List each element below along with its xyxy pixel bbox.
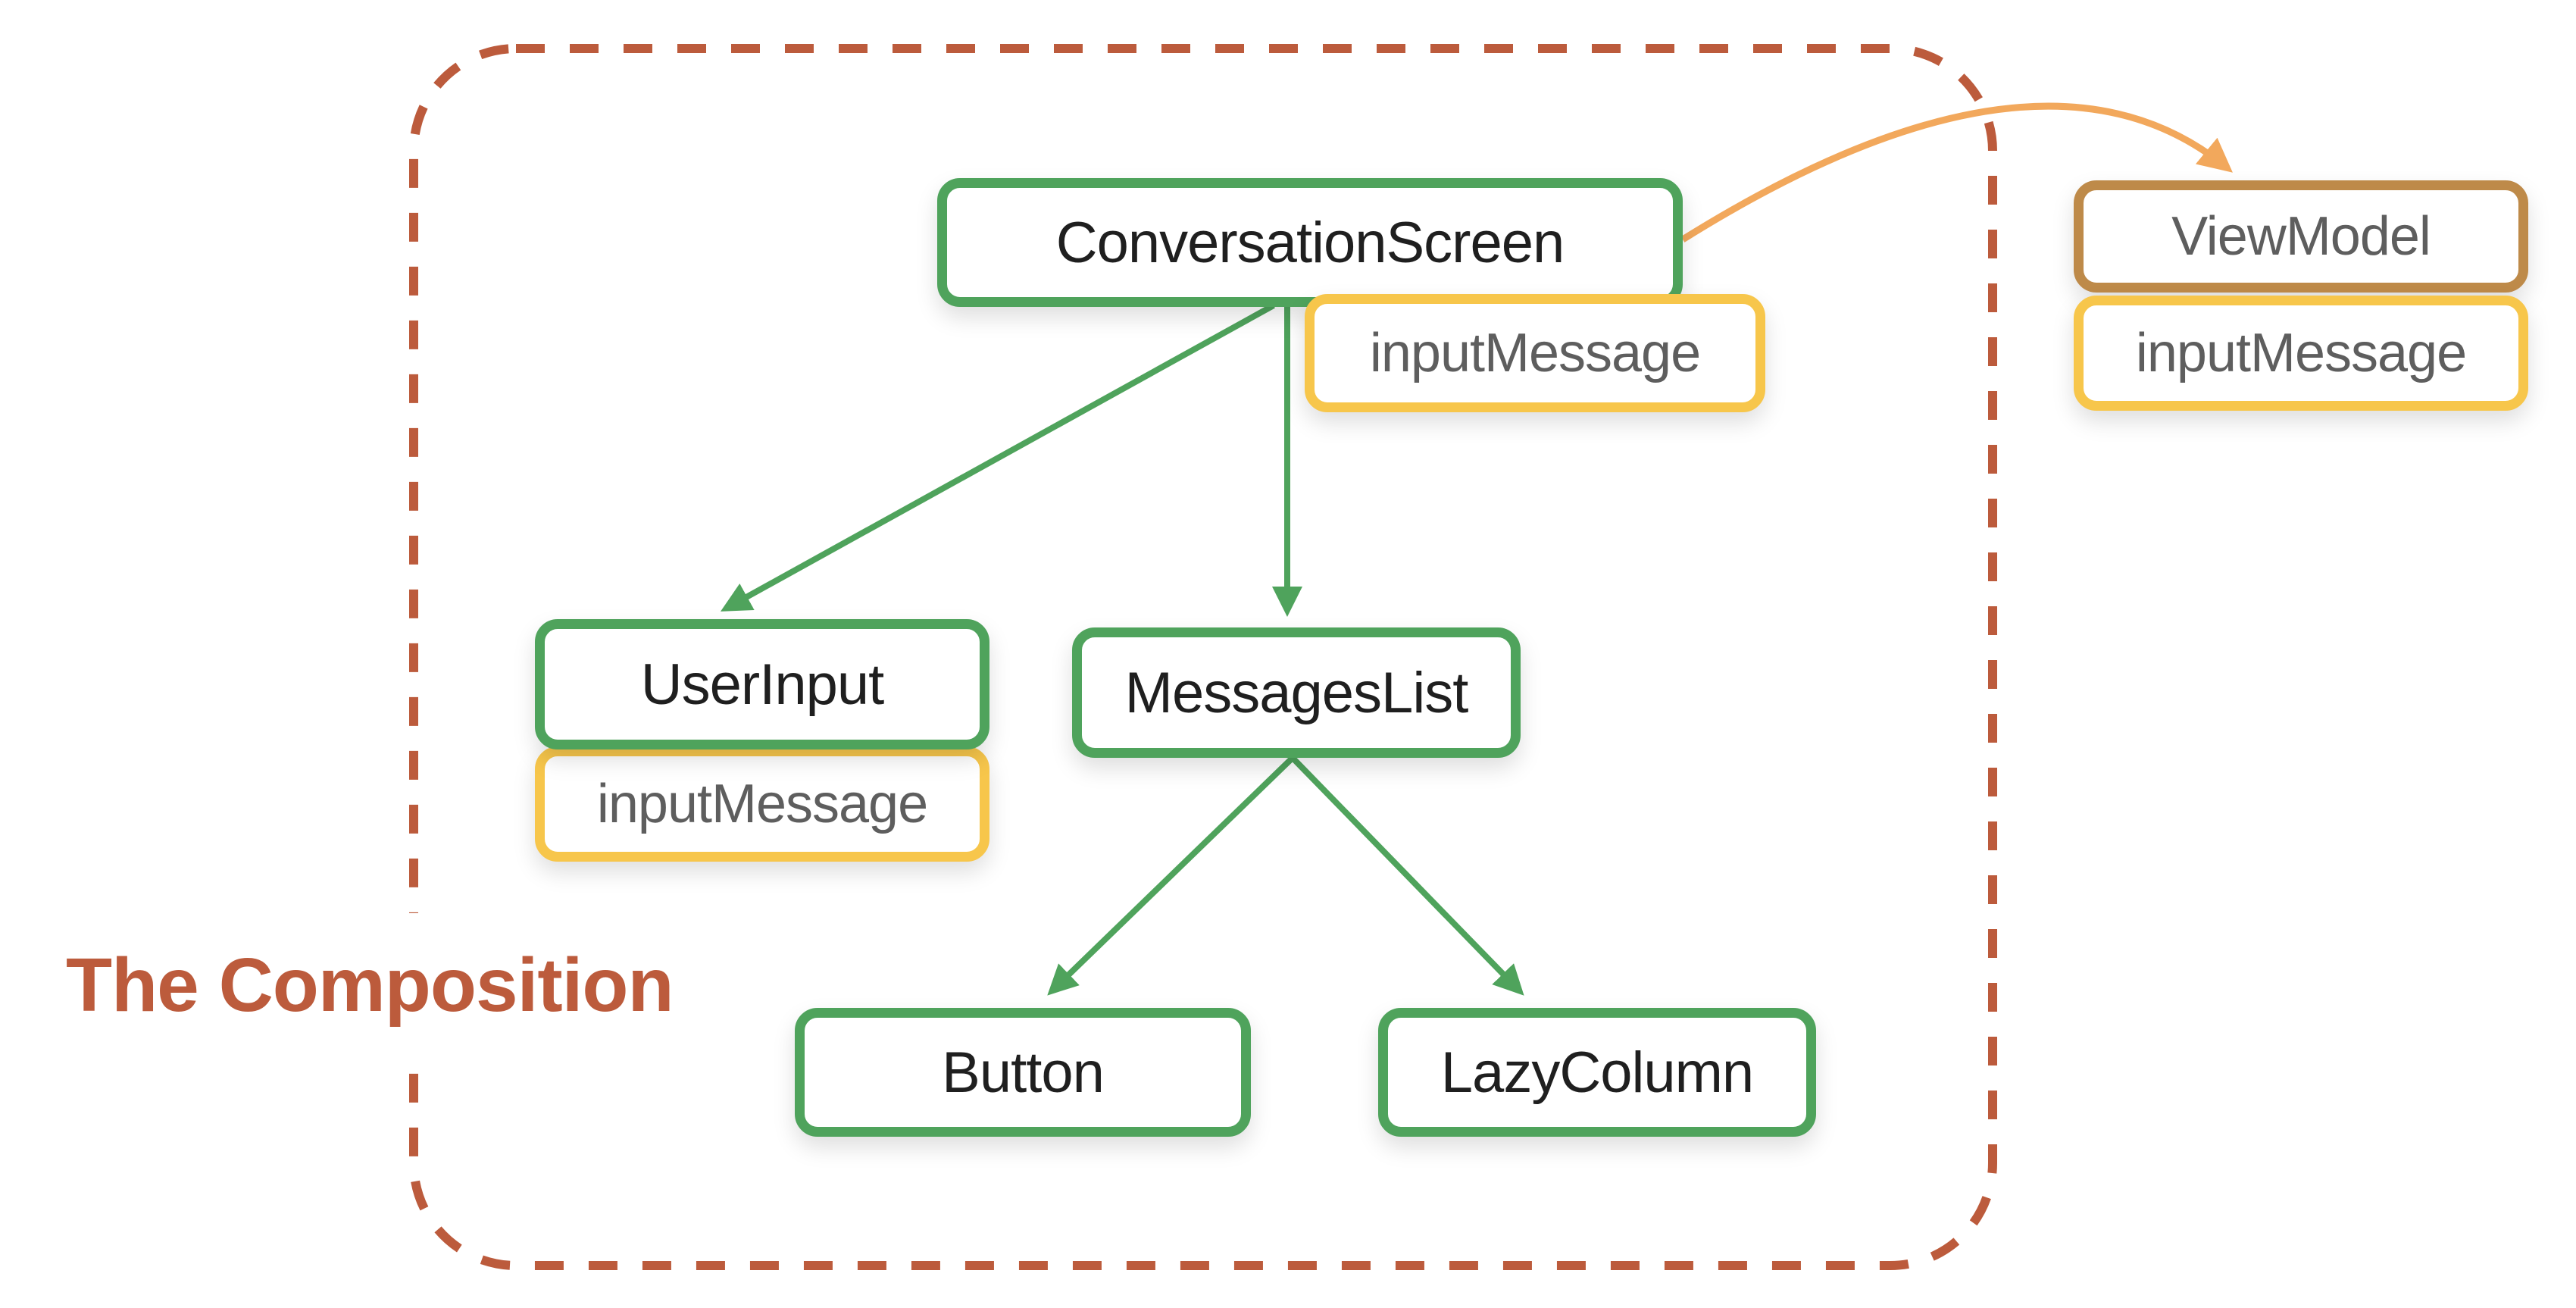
node-label-user-input: UserInput [640, 652, 884, 717]
node-label-input-message-view-model: inputMessage [2135, 323, 2467, 383]
node-conversation-screen: ConversationScreen [937, 178, 1683, 307]
node-label-input-message-user-input: inputMessage [596, 774, 928, 834]
node-input-message-user-input: inputMessage [535, 746, 989, 862]
node-button: Button [795, 1008, 1251, 1137]
node-lazy-column: LazyColumn [1378, 1008, 1816, 1137]
node-label-lazy-column: LazyColumn [1440, 1040, 1754, 1105]
edge-messageslist-to-lazycolumn [1290, 756, 1524, 996]
edge-conversationscreen-to-viewmodel [1680, 102, 2233, 243]
node-messages-list: MessagesList [1072, 627, 1521, 758]
node-input-message-conversation: inputMessage [1305, 294, 1765, 412]
node-user-input: UserInput [535, 619, 989, 749]
composition-boundary [409, 44, 1997, 1270]
node-view-model: ViewModel [2074, 180, 2528, 293]
edge-conversationscreen-to-userinput [720, 302, 1275, 612]
diagram-title: The Composition [47, 913, 692, 1057]
node-label-messages-list: MessagesList [1124, 660, 1469, 725]
node-label-conversation-screen: ConversationScreen [1055, 210, 1565, 275]
node-label-button: Button [942, 1040, 1105, 1105]
edge-messageslist-to-button [1047, 756, 1295, 996]
node-label-view-model: ViewModel [2171, 206, 2431, 267]
node-label-input-message-conversation: inputMessage [1369, 323, 1701, 383]
node-input-message-view-model: inputMessage [2074, 296, 2528, 411]
